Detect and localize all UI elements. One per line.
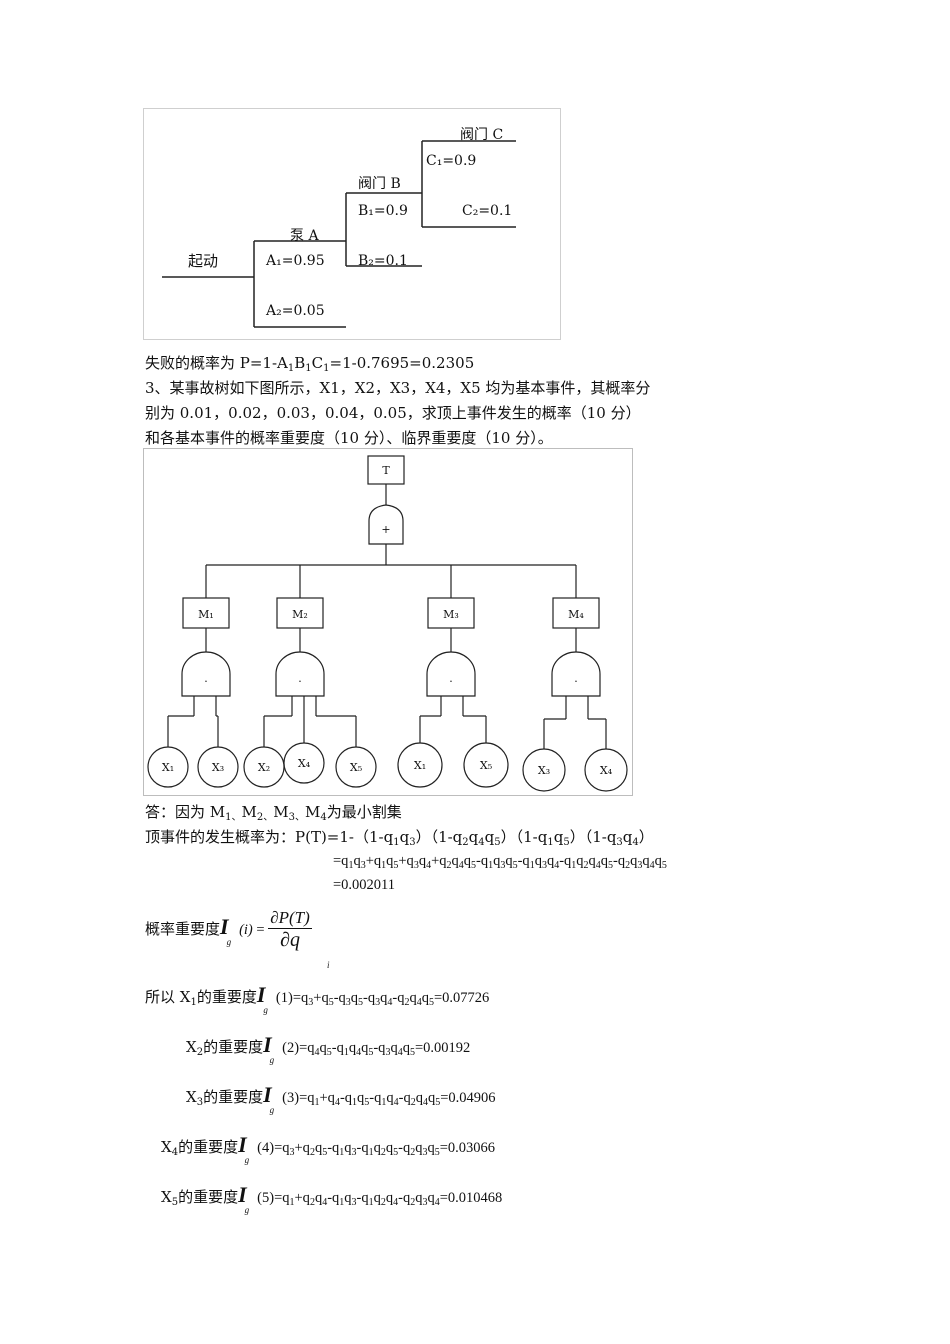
event-tree-diagram: 起动 泵 A A₁=0.95 A₂=0.05 阀门 B B₁=0.9 B₂=0.… [162,127,516,328]
question-line-1: 3、某事故树如下图所示，X1，X2，X3，X4，X5 均为基本事件，其概率分 [145,379,651,397]
and-gate-m1 [181,651,231,697]
or-gate [368,504,404,545]
leaf-label: X₄ [600,764,613,777]
importance-x3: X3的重要度Ig(3)=q1+q4-q1q5-q1q4-q2q4q5=0.049… [186,1082,496,1115]
m3-label: M₃ [443,608,459,621]
top-event-label: T [382,464,390,477]
m2-label: M₂ [292,608,308,621]
valve-b-label: 阀门 B [358,176,401,192]
start-label: 起动 [188,252,218,270]
and-gate-m3 [426,651,476,697]
m3-box [427,597,475,629]
expanded-probability-formula: =q1q3+q1q5+q3q4+q2q4q5-q1q3q5-q1q3q4-q1q… [333,853,667,871]
b1-label: B₁=0.9 [358,203,408,219]
event-tree-figure: 起动 泵 A A₁=0.95 A₂=0.05 阀门 B B₁=0.9 B₂=0.… [143,108,561,340]
fault-tree-diagram: T + M₁ M₂ M₃ M₄ · · · · X₁ X₃ X₂ X₄ X₅ X… [147,455,628,792]
m4-box [552,597,600,629]
m1-label: M₁ [198,608,214,621]
minimal-cutset-line: 答：因为 M1、M2、M3、M4为最小割集 [145,803,402,823]
valve-c-label: 阀门 C [460,127,503,143]
leaf-label: X₂ [258,761,270,774]
and-symbol-m2: · [298,675,302,688]
and-symbol-m4: · [574,675,578,688]
probability-result: =0.002011 [333,877,396,893]
importance-x5: X5的重要度Ig(5)=q1+q2q4-q1q3-q1q2q4-q2q3q4=0… [161,1182,503,1215]
question-line-3: 和各基本事件的概率重要度（10 分）、临界重要度（10 分）。 [145,429,553,447]
importance-x1: 所以 X1的重要度Ig(1)=q3+q5-q3q5-q3q4-q2q4q5=0.… [145,982,490,1015]
pump-a-label: 泵 A [290,228,319,244]
a1-label: A₁=0.95 [265,253,325,269]
leaf-x4-a [283,742,325,784]
c1-label: C₁=0.9 [426,153,476,169]
leaf-x5-a [335,746,377,788]
a2-label: A₂=0.05 [265,303,325,319]
leaf-x4-b [584,748,628,792]
b2-label: B₂=0.1 [358,253,408,269]
leaf-label: X₁ [162,761,174,774]
leaf-label: X₃ [212,761,224,774]
leaf-x1-b [397,742,443,788]
importance-x2: X2的重要度Ig(2)=q4q5-q1q4q5-q3q4q5=0.00192 [186,1032,471,1065]
leaf-x3-b [522,748,566,792]
leaf-label: X₃ [538,764,550,777]
and-gate-m4 [551,651,601,697]
leaf-label: X₄ [298,757,311,770]
and-gate-m2 [275,651,325,697]
m2-box [276,597,324,629]
top-event-probability-line: 顶事件的发生概率为：P(T)=1-（1-q1q3）（1-q2q4q5）（1-q1… [145,828,654,848]
m1-box [182,597,230,629]
and-symbol-m1: · [204,675,208,688]
top-event-box [367,455,405,485]
c2-label: C₂=0.1 [462,203,512,219]
leaf-x3-a [197,746,239,788]
and-symbol-m3: · [449,675,453,688]
leaf-label: X₅ [350,761,362,774]
leaf-x1-a [147,746,189,788]
fault-tree-figure: T + M₁ M₂ M₃ M₄ · · · · X₁ X₃ X₂ X₄ X₅ X… [143,448,633,796]
leaf-x5-b [463,742,509,788]
leaf-label: X₅ [480,759,492,772]
or-gate-symbol: + [381,523,390,536]
m4-label: M₄ [568,608,584,621]
question-line-2: 别为 0.01，0.02，0.03，0.04，0.05，求顶上事件发生的概率（1… [145,404,641,422]
failure-probability-line: 失败的概率为 P=1-A1B1C1=1-0.7695=0.2305 [145,354,475,374]
leaf-label: X₁ [414,759,426,772]
importance-x4: X4的重要度Ig(4)=q3+q2q5-q1q3-q1q2q5-q2q3q5=0… [161,1132,496,1165]
